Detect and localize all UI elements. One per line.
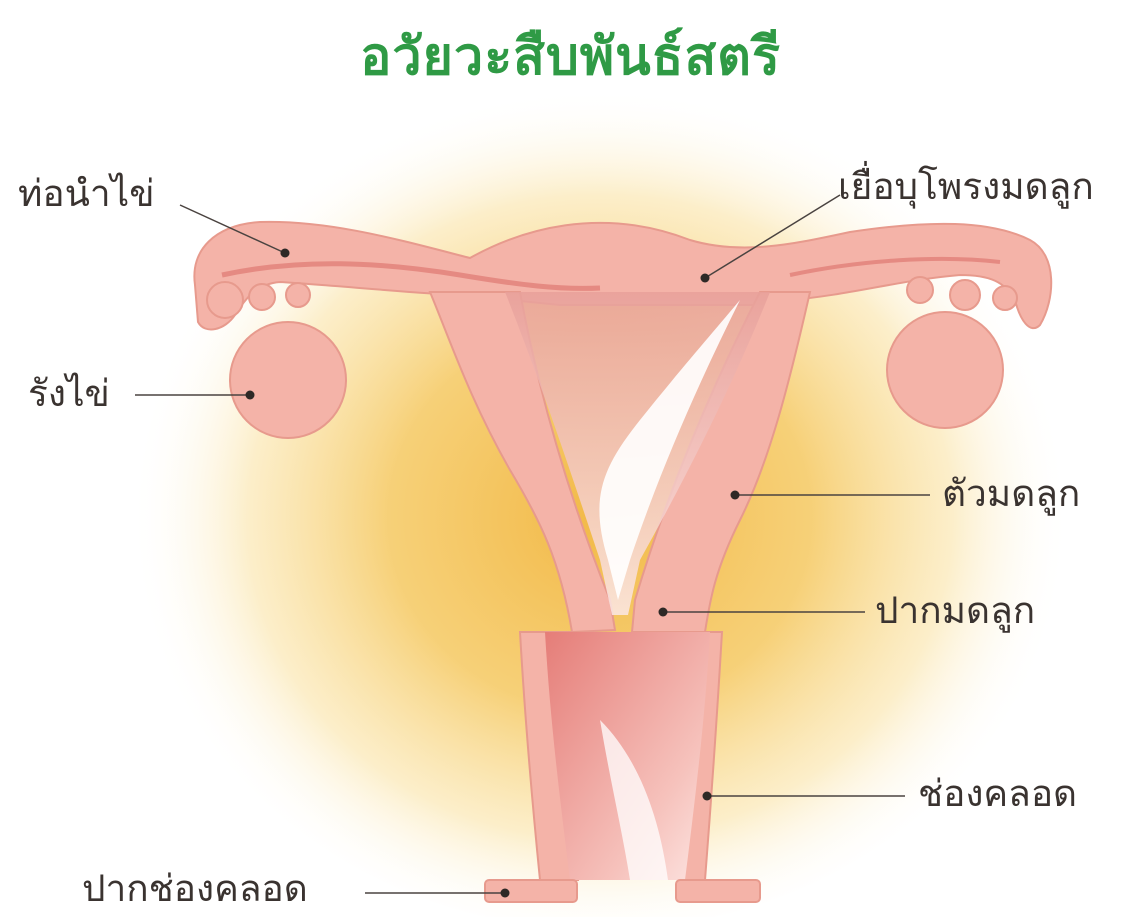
label-endometrium: เยื่อบุโพรงมดลูก bbox=[838, 168, 1094, 205]
ovary-right bbox=[887, 312, 1003, 428]
diagram-title: อวัยวะสืบพันธ์สตรี bbox=[0, 14, 1141, 97]
label-uterus-body: ตัวมดลูก bbox=[942, 475, 1080, 512]
label-ovary: รังไข่ bbox=[28, 375, 110, 412]
vaginal-opening-right bbox=[676, 880, 760, 902]
ovary-left bbox=[230, 322, 346, 438]
label-cervix: ปากมดลูก bbox=[875, 592, 1035, 629]
label-fallopian-tube: ท่อนำไข่ bbox=[18, 175, 155, 212]
label-vagina: ช่องคลอด bbox=[918, 775, 1077, 812]
label-vaginal-opening: ปากช่องคลอด bbox=[82, 870, 308, 907]
vaginal-opening-left bbox=[485, 880, 577, 902]
